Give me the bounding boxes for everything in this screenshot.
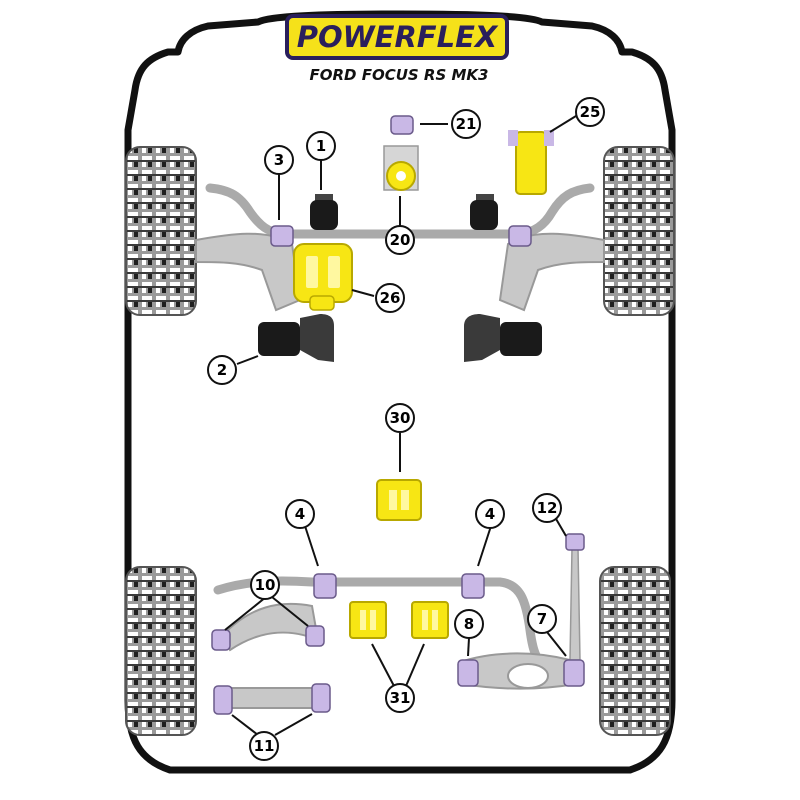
svg-text:3: 3 xyxy=(274,151,284,169)
lower-arm-bush-right xyxy=(311,683,331,713)
front-droplink-bush-left xyxy=(270,225,294,247)
front-left-tyre-icon xyxy=(125,146,197,316)
callout-11: 11 xyxy=(249,731,279,761)
front-arb-mount-left xyxy=(310,194,338,230)
svg-text:1: 1 xyxy=(316,137,326,155)
svg-text:4: 4 xyxy=(295,505,305,523)
svg-text:10: 10 xyxy=(255,576,276,594)
lower-arm-bush-left xyxy=(213,685,233,715)
callout-26: 26 xyxy=(375,283,405,313)
front-right-tyre-icon xyxy=(603,146,675,316)
upper-arm-bush-right xyxy=(305,625,325,647)
callout-4-right: 4 xyxy=(475,499,505,529)
callout-2: 2 xyxy=(207,355,237,385)
leader-lines xyxy=(224,115,577,736)
front-droplink-bush-right xyxy=(508,225,532,247)
callout-1: 1 xyxy=(306,131,336,161)
link-arm-bush-8 xyxy=(457,659,479,687)
callout-25: 25 xyxy=(575,97,605,127)
front-wishbone-insert-26 xyxy=(293,243,353,311)
svg-text:2: 2 xyxy=(217,361,227,379)
link-arm-bush-7 xyxy=(563,659,585,687)
rear-left-tyre-icon xyxy=(125,566,197,736)
svg-text:4: 4 xyxy=(485,505,495,523)
callout-20: 20 xyxy=(385,225,415,255)
callout-4-left: 4 xyxy=(285,499,315,529)
callout-21: 21 xyxy=(451,109,481,139)
insert-31-right xyxy=(411,601,449,639)
bush-20 xyxy=(383,145,419,191)
rear-arb-bush-left xyxy=(313,573,337,599)
rear-arb-bush-right xyxy=(461,573,485,599)
insert-31-left xyxy=(349,601,387,639)
callout-10: 10 xyxy=(250,570,280,600)
svg-text:21: 21 xyxy=(456,115,477,133)
svg-text:25: 25 xyxy=(580,103,601,121)
svg-text:11: 11 xyxy=(254,737,275,755)
front-wishbone-rear-bush-right xyxy=(464,314,542,362)
upper-arm-bush-left xyxy=(211,629,231,651)
callout-30: 30 xyxy=(385,403,415,433)
callout-31: 31 xyxy=(385,683,415,713)
svg-text:8: 8 xyxy=(464,615,474,633)
svg-text:26: 26 xyxy=(380,289,401,307)
insert-30 xyxy=(376,479,422,521)
brand-logo-text: POWERFLEX xyxy=(297,20,499,54)
droplink-bush-12 xyxy=(565,533,585,551)
svg-text:30: 30 xyxy=(390,409,411,427)
svg-text:31: 31 xyxy=(390,689,411,707)
callout-3: 3 xyxy=(264,145,294,175)
rear-right-tyre-icon xyxy=(599,566,671,736)
svg-text:7: 7 xyxy=(537,610,547,628)
callout-8: 8 xyxy=(454,609,484,639)
bush-21 xyxy=(390,115,414,135)
front-arb-mount-right xyxy=(470,194,498,230)
brand-badge: POWERFLEX xyxy=(285,14,509,60)
svg-text:12: 12 xyxy=(537,499,558,517)
callout-7: 7 xyxy=(527,604,557,634)
svg-text:20: 20 xyxy=(390,231,411,249)
callout-12: 12 xyxy=(532,493,562,523)
bush-25 xyxy=(508,130,554,195)
model-title: FORD FOCUS RS MK3 xyxy=(310,66,489,84)
front-wishbone-rear-bush-left xyxy=(258,314,334,362)
